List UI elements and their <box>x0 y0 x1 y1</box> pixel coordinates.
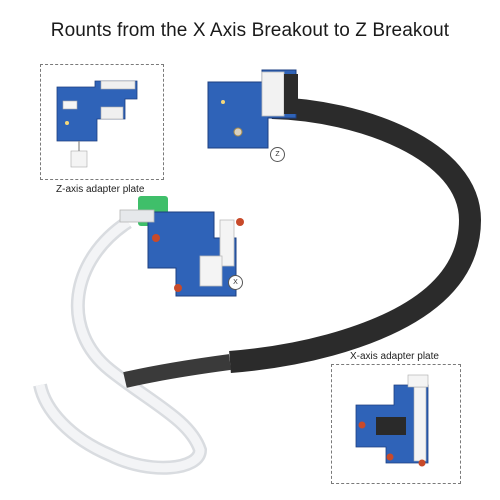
z-axis-callout <box>40 64 164 180</box>
x-axis-callout <box>331 364 461 484</box>
z-axis-adapter-plate-image <box>56 80 138 168</box>
x-axis-caption: X-axis adapter plate <box>350 351 439 362</box>
black-ribbon-cable <box>229 97 482 373</box>
x-breakout-board <box>119 196 244 297</box>
z-marker: Z <box>270 147 285 162</box>
z-breakout-board <box>207 69 298 149</box>
z-axis-caption: Z-axis adapter plate <box>56 184 145 195</box>
x-marker: X <box>228 275 243 290</box>
x-axis-adapter-plate-image <box>355 374 429 467</box>
page-title: Rounts from the X Axis Breakout to Z Bre… <box>50 20 450 41</box>
